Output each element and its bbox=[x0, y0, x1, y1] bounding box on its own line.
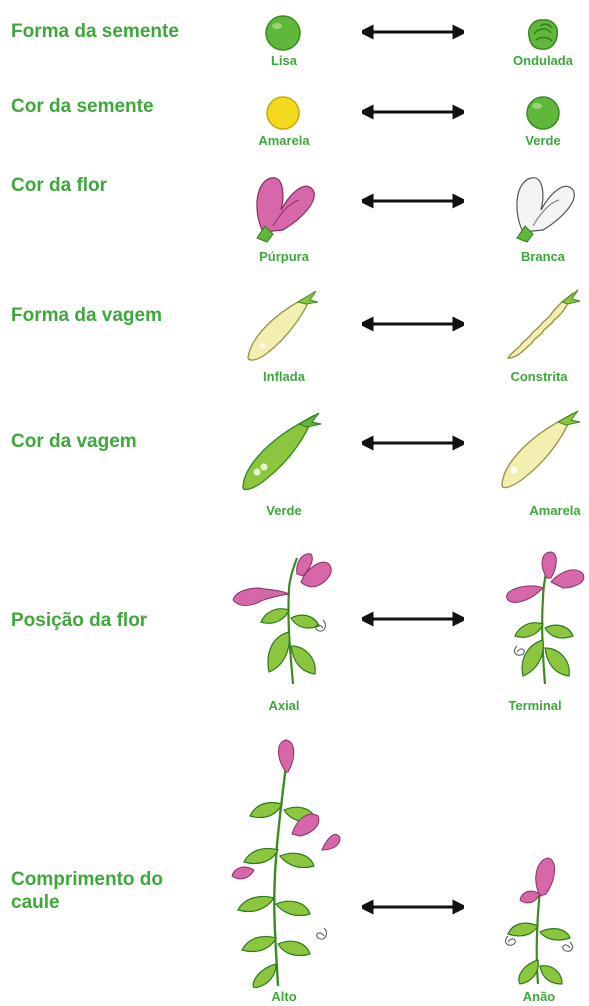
trait-pod-shape: Forma da vagem bbox=[11, 305, 162, 326]
inflated-pod-icon bbox=[247, 290, 319, 361]
flower-position-recessive-label: Terminal bbox=[508, 698, 562, 713]
trait-stem-length: Comprimento do caule bbox=[11, 868, 191, 914]
yellow-seed-icon bbox=[266, 96, 300, 130]
flower-color-recessive-label: Branca bbox=[520, 249, 566, 264]
stem-length-recessive-label: Anão bbox=[522, 989, 556, 1004]
trait-seed-shape: Forma da semente bbox=[11, 21, 179, 42]
flower-color-dominant-label: Púrpura bbox=[259, 249, 309, 264]
flower-position-dominant-label: Axial bbox=[268, 698, 300, 713]
wrinkled-seed-icon bbox=[527, 19, 559, 50]
pod-shape-dominant-label: Inflada bbox=[263, 369, 305, 384]
seed-shape-arrow bbox=[362, 24, 464, 40]
trait-pod-color: Cor da vagem bbox=[11, 431, 137, 452]
green-pod-icon bbox=[242, 412, 322, 491]
dwarf-plant-icon bbox=[505, 857, 573, 985]
stem-length-arrow bbox=[362, 899, 464, 915]
green-seed-icon bbox=[526, 96, 560, 130]
seed-color-arrow bbox=[362, 104, 464, 120]
round-seed-icon bbox=[265, 15, 301, 51]
trait-flower-color: Cor da flor bbox=[11, 175, 108, 196]
stem-length-dominant-label: Alto bbox=[271, 989, 297, 1004]
flower-position-arrow bbox=[362, 611, 464, 627]
seed-shape-dominant-label: Lisa bbox=[270, 53, 297, 68]
seed-color-dominant-label: Amarela bbox=[258, 133, 310, 148]
pod-shape-recessive-label: Constrita bbox=[510, 369, 568, 384]
flower-color-arrow bbox=[362, 193, 464, 209]
trait-flower-position: Posição da flor bbox=[11, 610, 148, 631]
white-flower-icon bbox=[516, 177, 575, 243]
pod-color-dominant-label: Verde bbox=[266, 503, 302, 518]
seed-shape-recessive-label: Ondulada bbox=[513, 53, 573, 68]
purple-flower-icon bbox=[256, 177, 315, 243]
trait-seed-color: Cor da semente bbox=[11, 96, 154, 117]
pod-color-arrow bbox=[362, 435, 464, 451]
pod-color-recessive-label: Amarela bbox=[529, 503, 581, 518]
constricted-pod-icon bbox=[506, 289, 581, 359]
yellow-pod-icon bbox=[501, 410, 581, 489]
terminal-flower-plant-icon bbox=[506, 551, 585, 685]
tall-plant-icon bbox=[231, 739, 341, 988]
pod-shape-arrow bbox=[362, 316, 464, 332]
seed-color-recessive-label: Verde bbox=[525, 133, 561, 148]
axial-flower-plant-icon bbox=[232, 553, 332, 685]
trait-stem-length-text: Comprimento do caule bbox=[11, 869, 163, 913]
